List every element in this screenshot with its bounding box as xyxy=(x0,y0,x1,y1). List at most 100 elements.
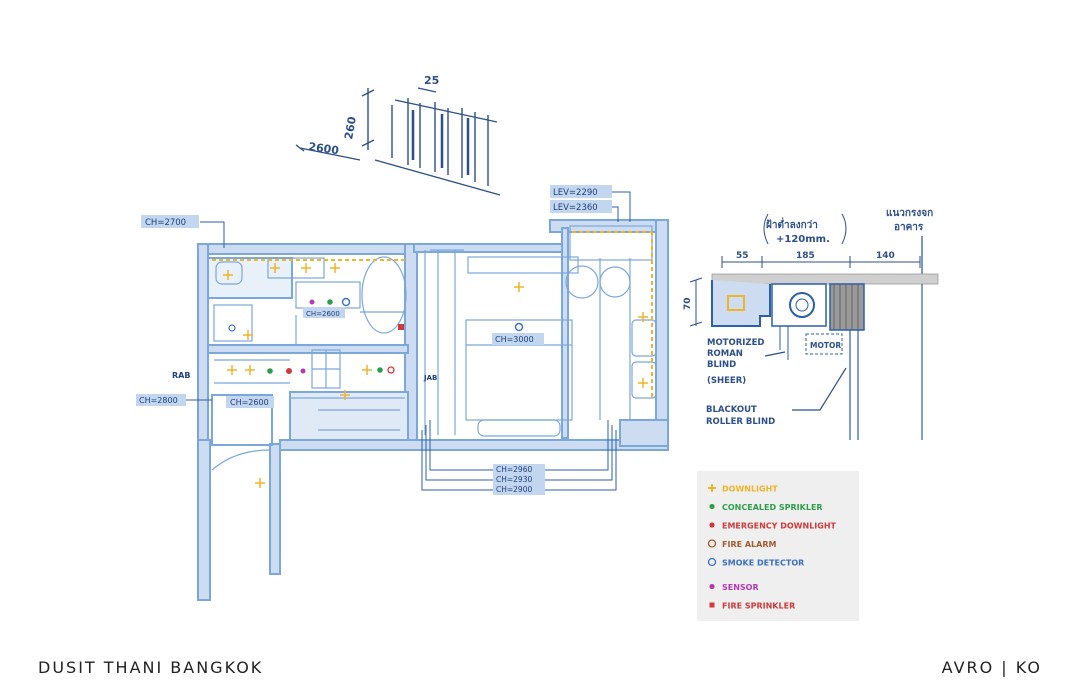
section-dim-140: 140 xyxy=(876,251,895,261)
downlight-icon xyxy=(514,282,524,292)
label-ch-2900: CH=2900 xyxy=(496,485,532,494)
label-ch-2800: CH=2800 xyxy=(139,396,178,405)
emergency-downlight-icon xyxy=(709,522,715,528)
legend-item: DOWNLIGHT xyxy=(708,484,778,494)
downlight-icon xyxy=(255,478,265,488)
section-motorized-2: ROMAN xyxy=(707,349,743,359)
legend-background xyxy=(697,471,859,621)
section-blackout-2: ROLLER BLIND xyxy=(706,417,775,427)
plan-labels: CH=2700 CH=2600 CH=3000 CH=2800 CH=2600 … xyxy=(136,185,612,495)
section-dim-185: 185 xyxy=(796,251,815,261)
concealed-sprinkler-icon xyxy=(709,503,715,510)
fire-sprinkler-icon xyxy=(398,324,404,330)
roman-blind-box xyxy=(771,283,827,327)
label-ch-2600-bath: CH=2600 xyxy=(306,310,340,318)
fire-sprinkler-icon xyxy=(709,602,715,608)
smoke-detector-icon xyxy=(341,297,351,307)
section-thai-note: ฝ้าต่ำลงกว่า xyxy=(766,217,818,231)
window-lines xyxy=(849,284,923,440)
detail-dim-25: 25 xyxy=(424,74,439,87)
downlight-icon xyxy=(727,295,745,311)
sensor-icon xyxy=(709,583,715,590)
roman-blind-roll-inner xyxy=(795,298,809,312)
label-ch-2700: CH=2700 xyxy=(145,218,186,228)
note-bracket xyxy=(763,213,847,245)
label-box-ch-3000 xyxy=(492,333,544,345)
downlight-markers xyxy=(223,263,648,488)
label-lev-2360: LEV=2360 xyxy=(553,203,598,213)
legend-label: DOWNLIGHT xyxy=(722,485,778,494)
legend-item: SENSOR xyxy=(709,583,759,592)
section-blackout-1: BLACKOUT xyxy=(706,405,757,415)
motorized-leader xyxy=(764,351,786,357)
downlight-icon xyxy=(270,263,280,273)
label-box-ch-2600-hall xyxy=(226,396,274,408)
concealed-sprinkler-icon xyxy=(267,368,273,374)
legend-items: DOWNLIGHT CONCEALED SPRIKLER EMERGENCY DOW… xyxy=(707,484,837,611)
legend-item: FIRE SPRINKLER xyxy=(709,602,795,611)
legend-item: SMOKE DETECTOR xyxy=(707,557,804,568)
legend-label: SENSOR xyxy=(722,583,759,592)
label-rab: RAB xyxy=(172,371,190,380)
fire-alarm-icon xyxy=(387,366,395,374)
smoke-detector-icon xyxy=(228,324,236,332)
downlight-icon xyxy=(340,390,350,400)
section-dim-55: 55 xyxy=(736,251,749,261)
label-leaders xyxy=(185,191,631,491)
fire-alarm-icon xyxy=(707,539,717,548)
label-lev-2290: LEV=2290 xyxy=(553,188,598,198)
label-ch-2960: CH=2960 xyxy=(496,465,532,474)
section-thai-top-1: แนวกรงจก xyxy=(886,208,933,219)
label-ch-2600-hall: CH=2600 xyxy=(230,398,269,407)
detail-dim-260: 260 xyxy=(342,115,359,140)
section-thai-top-2: อาคาร xyxy=(894,222,924,233)
plan-interior-lines xyxy=(211,225,657,471)
project-title: DUSIT THANI BANGKOK xyxy=(38,658,264,677)
legend-item: CONCEALED SPRIKLER xyxy=(709,503,823,512)
strip-lights xyxy=(212,231,653,398)
roman-blind-roll xyxy=(789,292,815,318)
roman-blind-pleats xyxy=(779,326,789,360)
concealed-sprinkler-icon xyxy=(327,299,333,305)
downlight-icon xyxy=(223,270,233,280)
label-ch-2930: CH=2930 xyxy=(496,475,532,484)
downlight-icon xyxy=(243,330,253,340)
section-dimensions xyxy=(689,256,921,327)
downlight-icon xyxy=(708,484,716,492)
label-box-ch-2900 xyxy=(493,484,545,495)
legend-label: FIRE SPRINKLER xyxy=(722,602,795,611)
section-dim-70: 70 xyxy=(683,297,693,310)
section-motor-label: MOTOR xyxy=(810,341,841,350)
sensor-icon xyxy=(309,299,315,305)
blind-section-detail: ฝ้าต่ำลงกว่า +120mm. แนวกรงจก อาคาร 55 1… xyxy=(683,208,939,440)
blackout-leader xyxy=(792,367,847,411)
section-sheer: (SHEER) xyxy=(707,376,746,386)
section-note-mm: +120mm. xyxy=(776,234,830,245)
beam-hatched xyxy=(829,283,865,331)
downlight-icon xyxy=(330,263,340,273)
legend-label: SMOKE DETECTOR xyxy=(722,559,804,568)
label-box-lev-2290 xyxy=(550,185,612,198)
legend-label: EMERGENCY DOWNLIGHT xyxy=(722,522,837,531)
legend-label: CONCEALED SPRIKLER xyxy=(722,503,823,512)
label-box-lev-2360 xyxy=(550,200,612,213)
label-box-ch-2960 xyxy=(493,464,545,475)
downlight-icon xyxy=(638,312,648,322)
slat-detail-sketch xyxy=(295,87,501,196)
label-jab: JAB xyxy=(423,374,437,382)
sensor-icon xyxy=(300,368,306,374)
motor-box xyxy=(805,333,843,355)
concealed-sprinkler-icon xyxy=(377,367,383,373)
downlight-icon xyxy=(301,263,311,273)
downlight-icon xyxy=(638,378,648,388)
legend-item: FIRE ALARM xyxy=(707,539,776,549)
label-box-ch-2930 xyxy=(493,474,545,485)
downlight-icon xyxy=(227,365,237,375)
label-box-ch-2600-bath xyxy=(303,307,345,318)
label-box-ch-2700 xyxy=(141,215,199,228)
legend-item: EMERGENCY DOWNLIGHT xyxy=(709,522,837,531)
smoke-detector-icon xyxy=(707,557,717,567)
section-motorized-1: MOTORIZED xyxy=(707,338,764,348)
studio-name: AVRO | KO xyxy=(941,658,1042,677)
emergency-downlight-icon xyxy=(286,368,292,374)
